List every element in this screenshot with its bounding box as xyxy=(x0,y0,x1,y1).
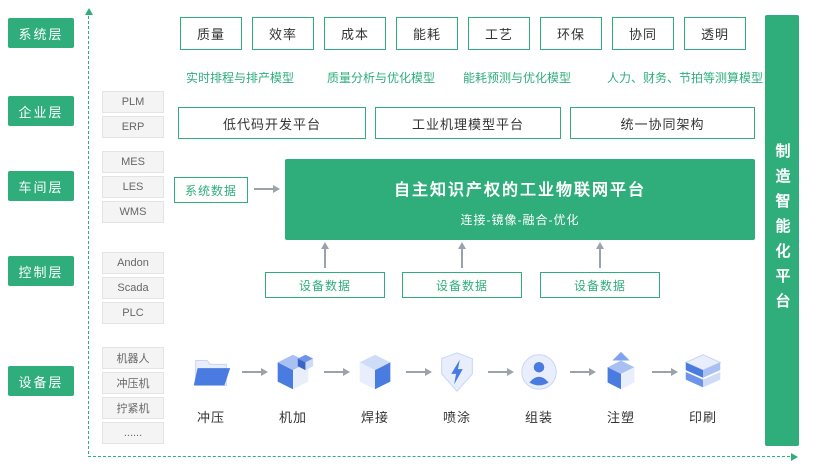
system-item-scada: Scada xyxy=(102,277,164,299)
process-injection: 注塑 xyxy=(596,349,646,426)
capability-box-efficiency: 效率 xyxy=(252,17,314,50)
process-machining: 机加 xyxy=(268,349,318,426)
workshop-systems-stack: MES LES WMS xyxy=(102,151,164,226)
capability-box-transparency: 透明 xyxy=(684,17,746,50)
system-capability-row: 质量 效率 成本 能耗 工艺 环保 协同 透明 xyxy=(180,17,746,50)
iot-platform-subtitle: 连接-镜像-融合-优化 xyxy=(460,213,580,227)
arrow-right-icon xyxy=(254,185,280,193)
system-data-box: 系统数据 xyxy=(174,177,248,203)
stamping-icon xyxy=(193,360,231,386)
equipment-items-stack: 机器人 冲压机 拧紧机 ...... xyxy=(102,347,164,447)
flow-arrow-icon xyxy=(488,368,514,376)
model-label-energy: 能耗预测与优化模型 xyxy=(463,71,572,85)
capability-box-quality: 质量 xyxy=(180,17,242,50)
model-label-quality: 质量分析与优化模型 xyxy=(327,71,436,85)
horizontal-axis-arrow-icon xyxy=(88,452,798,461)
platform-box-mechanism: 工业机理模型平台 xyxy=(375,107,561,139)
process-label: 喷涂 xyxy=(442,410,471,425)
layer-label-enterprise: 企业层 xyxy=(8,96,74,126)
welding-icon xyxy=(359,354,391,390)
platform-box-lowcode: 低代码开发平台 xyxy=(178,107,366,139)
process-spraying: 喷涂 xyxy=(432,349,482,426)
flow-arrow-icon xyxy=(406,368,432,376)
capability-box-collaboration: 协同 xyxy=(612,17,674,50)
flow-arrow-icon xyxy=(570,368,596,376)
iot-platform-box: 自主知识产权的工业物联网平台 连接-镜像-融合-优化 xyxy=(285,159,755,240)
process-welding: 焊接 xyxy=(350,349,400,426)
layer-label-system: 系统层 xyxy=(8,18,74,48)
process-label: 焊接 xyxy=(360,410,389,425)
layer-label-workshop: 车间层 xyxy=(8,171,74,201)
iot-platform-title: 自主知识产权的工业物联网平台 xyxy=(393,182,646,199)
arrow-up-icon xyxy=(321,242,329,268)
equipment-item-stamper: 冲压机 xyxy=(102,372,164,394)
layer-label-equipment: 设备层 xyxy=(8,366,74,396)
platform-title: 制造智能化平台 xyxy=(773,143,791,318)
capability-box-environment: 环保 xyxy=(540,17,602,50)
process-label: 冲压 xyxy=(196,410,225,425)
process-flow-row: 冲压 机加 焊接 xyxy=(186,349,728,426)
capability-box-energy: 能耗 xyxy=(396,17,458,50)
platform-title-bar: 制造智能化平台 xyxy=(765,15,799,446)
flow-arrow-icon xyxy=(652,368,678,376)
process-assembly: 组装 xyxy=(514,349,564,426)
process-stamping: 冲压 xyxy=(186,349,236,426)
equipment-item-tightener: 拧紧机 xyxy=(102,397,164,419)
equipment-item-ellipsis: ...... xyxy=(102,422,164,444)
flow-arrow-icon xyxy=(324,368,350,376)
system-item-plm: PLM xyxy=(102,91,164,113)
layer-label-control: 控制层 xyxy=(8,256,74,286)
arrow-up-icon xyxy=(596,242,604,268)
equipment-item-robot: 机器人 xyxy=(102,347,164,369)
spraying-icon xyxy=(441,352,473,392)
system-item-les: LES xyxy=(102,176,164,198)
model-label-scheduling: 实时排程与排产模型 xyxy=(186,71,295,85)
model-label-hr-finance: 人力、财务、节拍等测算模型 xyxy=(607,71,764,85)
machining-icon xyxy=(277,354,314,390)
enterprise-systems-stack: PLM ERP xyxy=(102,91,164,141)
process-label: 印刷 xyxy=(688,410,717,425)
process-printing: 印刷 xyxy=(678,349,728,426)
process-label: 组装 xyxy=(524,410,553,425)
process-label: 机加 xyxy=(278,410,307,425)
device-data-box: 设备数据 xyxy=(540,272,660,298)
system-item-andon: Andon xyxy=(102,252,164,274)
device-data-box: 设备数据 xyxy=(265,272,385,298)
capability-box-cost: 成本 xyxy=(324,17,386,50)
system-item-erp: ERP xyxy=(102,116,164,138)
capability-box-process: 工艺 xyxy=(468,17,530,50)
flow-arrow-icon xyxy=(242,368,268,376)
process-label: 注塑 xyxy=(606,410,635,425)
device-data-box: 设备数据 xyxy=(402,272,522,298)
control-systems-stack: Andon Scada PLC xyxy=(102,252,164,327)
platform-box-unified: 统一协同架构 xyxy=(570,107,755,139)
system-item-wms: WMS xyxy=(102,201,164,223)
injection-icon xyxy=(607,351,635,390)
arrow-up-icon xyxy=(458,242,466,268)
system-item-mes: MES xyxy=(102,151,164,173)
printing-icon xyxy=(684,354,722,388)
assembly-icon xyxy=(521,354,557,390)
system-item-plc: PLC xyxy=(102,302,164,324)
vertical-axis-arrow-icon xyxy=(84,8,93,454)
